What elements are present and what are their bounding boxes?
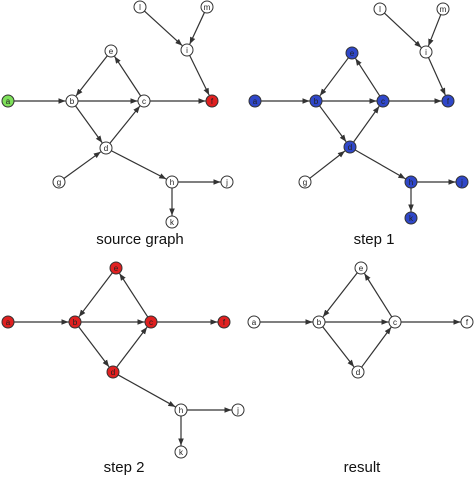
edge-e-b [320,58,349,96]
node-label-d: d [348,143,352,152]
edge-b-d [320,106,347,142]
node-label-c: c [393,318,397,327]
panel-step-1: lmieabcfdghjk [249,3,468,224]
node-label-b: b [73,318,78,327]
edge-d-c [353,106,379,142]
node-label-i: i [425,48,427,57]
edge-c-e [356,58,380,95]
edge-m-i [190,12,205,44]
edge-g-d [64,152,101,179]
panel-step-2: eabcfdhjk [2,262,244,458]
node-label-h: h [409,178,413,187]
edge-c-e [115,56,141,96]
edge-d-h [111,151,166,179]
node-label-j: j [236,406,239,415]
edge-d-c [117,327,147,367]
node-label-l: l [379,5,381,14]
panel-result: eabcfd [248,262,473,378]
node-label-b: b [317,318,322,327]
title-source-graph: source graph [96,231,184,248]
node-label-c: c [381,97,385,106]
node-label-e: e [114,264,119,273]
edge-d-h [355,150,405,179]
node-label-e: e [350,49,355,58]
node-label-c: c [142,97,146,106]
node-label-a: a [6,97,11,106]
node-label-d: d [104,144,108,153]
edge-d-c [110,106,140,143]
node-label-i: i [186,46,188,55]
node-label-e: e [109,47,114,56]
node-label-a: a [253,97,258,106]
edge-g-d [310,151,345,178]
node-label-g: g [57,178,61,187]
edge-i-f [428,57,445,95]
edge-e-b [76,56,107,96]
edge-b-d [323,327,354,367]
node-label-h: h [179,406,183,415]
node-label-b: b [314,97,319,106]
panel-source-graph: lmieabcfdghjk [2,1,233,228]
node-label-m: m [204,3,211,12]
title-result: result [344,459,382,476]
node-label-l: l [139,3,141,12]
node-label-j: j [460,178,463,187]
edge-e-b [79,273,112,317]
edge-c-e [364,274,391,317]
title-step-1: step 1 [354,231,395,248]
node-label-c: c [149,318,153,327]
node-label-j: j [225,178,228,187]
node-label-m: m [440,5,447,14]
node-label-a: a [252,318,257,327]
node-label-b: b [70,97,75,106]
edge-d-h [118,375,175,407]
edge-m-i [428,15,440,46]
edge-l-i [384,13,421,47]
edge-d-c [362,327,392,367]
edge-i-f [190,55,209,95]
node-label-d: d [111,368,115,377]
edge-b-d [79,327,109,367]
node-label-e: e [359,264,364,273]
node-label-a: a [6,318,11,327]
edge-c-e [120,273,148,317]
edge-l-i [144,11,182,46]
node-label-g: g [303,178,307,187]
title-step-2: step 2 [104,459,145,476]
node-label-d: d [356,368,360,377]
edge-b-d [76,106,103,143]
node-label-h: h [170,178,174,187]
edge-e-b [323,273,357,317]
